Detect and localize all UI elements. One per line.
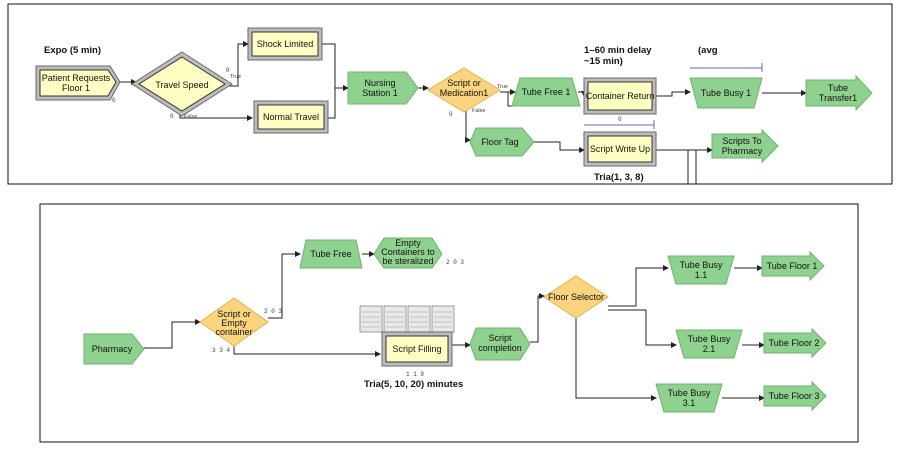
tube-floor-3-label: Tube Floor 3 (769, 391, 820, 401)
script-completion-label-1: Script (488, 333, 512, 343)
empty-containers-count: 2 0 3 (446, 259, 464, 266)
script-completion-node[interactable]: Script completion (469, 327, 531, 361)
patient-requests-label-1: Patient Requests (42, 73, 111, 83)
tube-busy-2-1-label-2: 2.1 (703, 344, 716, 354)
tube-free-node[interactable]: Tube Free (299, 239, 363, 269)
tube-floor-3-node[interactable]: Tube Floor 3 (763, 380, 827, 412)
floor-tag-node[interactable]: Floor Tag (469, 127, 535, 157)
script-or-medication-decision[interactable]: Script or Medication1 (427, 67, 501, 113)
tube-floor-1-label: Tube Floor 1 (767, 261, 818, 271)
script-or-empty-label-3: container (215, 327, 252, 337)
tube-busy-2-1-label-1: Tube Busy (688, 334, 731, 344)
delay-annotation-line1: 1–60 min delay (584, 45, 652, 56)
travel-speed-label: Travel Speed (155, 80, 208, 90)
container-return-node[interactable]: Container Return (583, 77, 657, 115)
normal-travel-node[interactable]: Normal Travel (253, 100, 329, 134)
scripts-to-pharmacy-node[interactable]: Scripts To Pharmacy (711, 128, 779, 164)
floor-selector-decision[interactable]: Floor Selector (543, 275, 609, 319)
empty-containers-label-2: Containers to (381, 247, 435, 257)
script-or-medication-label-1: Script or (447, 78, 481, 88)
travel-speed-decision[interactable]: Travel Speed (131, 51, 233, 117)
shock-limited-node[interactable]: Shock Limited (247, 27, 323, 61)
nursing-station-label-1: Nursing (364, 78, 395, 88)
floor-tag-label: Floor Tag (481, 137, 518, 147)
patient-requests-label-2: Floor 1 (62, 83, 90, 93)
patient-requests-count: 0 (112, 97, 116, 104)
tube-transfer-label-2: Transfer1 (819, 93, 857, 103)
script-or-medication-false-label: False (472, 108, 485, 114)
tube-busy-1-label: Tube Busy 1 (701, 88, 751, 98)
script-or-empty-decision[interactable]: Script or Empty container (199, 297, 269, 347)
script-or-empty-label-2: Empty (221, 318, 247, 328)
travel-speed-true-label: True (230, 74, 241, 80)
expo-annotation: Expo (5 min) (44, 45, 101, 56)
avg-annotation: (avg (698, 45, 718, 56)
delay-annotation-line2: ~15 min) (584, 56, 623, 67)
travel-speed-true-count: 0 (226, 67, 230, 74)
tube-busy-2-1-node[interactable]: Tube Busy 2.1 (675, 329, 743, 359)
nursing-station-label-2: Station 1 (362, 88, 398, 98)
script-or-empty-false-count: 3 3 4 (212, 347, 230, 354)
scripts-to-pharmacy-label-2: Pharmacy (722, 146, 763, 156)
script-or-medication-count: 0 (449, 111, 453, 118)
tube-free-1-node[interactable]: Tube Free 1 (511, 77, 581, 107)
tube-transfer-node[interactable]: Tube Transfer1 (805, 74, 873, 112)
floor-selector-label: Floor Selector (548, 292, 604, 302)
script-filling-resource-icons (359, 305, 455, 333)
travel-speed-false-count: 0 (170, 113, 174, 120)
empty-containers-label-3: be steralized (382, 256, 433, 266)
tube-busy-3-1-label-1: Tube Busy (668, 388, 711, 398)
shock-limited-label: Shock Limited (257, 39, 314, 49)
tria-annotation-bottom: Tria(5, 10, 20) minutes (364, 379, 463, 390)
script-write-up-label: Script Write Up (590, 144, 650, 154)
nursing-station-node[interactable]: Nursing Station 1 (347, 71, 419, 105)
tube-busy-1-1-label-2: 1.1 (695, 270, 708, 280)
tube-transfer-label-1: Tube (828, 83, 848, 93)
script-write-up-count: 0 (618, 116, 622, 123)
script-or-medication-true-label: True (497, 84, 508, 90)
patient-requests-node[interactable]: Patient Requests Floor 1 (35, 65, 121, 101)
tube-busy-1-1-label-1: Tube Busy (680, 260, 723, 270)
script-or-empty-true-count: 2 0 3 (264, 308, 282, 315)
container-return-label: Container Return (586, 91, 655, 101)
tube-free-1-label: Tube Free 1 (522, 87, 571, 97)
tria-annotation-top: Tria(1, 3, 8) (594, 172, 644, 183)
script-filling-node[interactable]: Script Filling (381, 331, 453, 367)
script-filling-count: 1 1 9 (406, 371, 424, 378)
tube-busy-3-1-node[interactable]: Tube Busy 3.1 (655, 383, 723, 413)
script-filling-label: Script Filling (392, 344, 441, 354)
tube-free-label: Tube Free (310, 249, 351, 259)
script-or-medication-label-2: Medication1 (440, 88, 489, 98)
empty-containers-node[interactable]: Empty Containers to be steralized (373, 237, 443, 269)
tube-busy-3-1-label-2: 3.1 (683, 398, 696, 408)
tube-floor-2-label: Tube Floor 2 (769, 338, 820, 348)
script-or-empty-label-1: Script or (217, 309, 251, 319)
scripts-to-pharmacy-label-1: Scripts To (722, 136, 761, 146)
tube-busy-1-1-node[interactable]: Tube Busy 1.1 (667, 255, 735, 285)
tube-floor-2-node[interactable]: Tube Floor 2 (763, 327, 827, 359)
pharmacy-label: Pharmacy (92, 344, 133, 354)
empty-containers-label-1: Empty (395, 238, 421, 248)
pharmacy-node[interactable]: Pharmacy (83, 333, 145, 365)
travel-speed-false-label: False (184, 114, 197, 120)
script-completion-label-2: completion (478, 343, 522, 353)
normal-travel-label: Normal Travel (263, 112, 319, 122)
tube-floor-1-node[interactable]: Tube Floor 1 (761, 250, 825, 282)
tube-busy-1-node[interactable]: Tube Busy 1 (689, 77, 763, 109)
script-write-up-node[interactable]: Script Write Up (583, 131, 657, 167)
